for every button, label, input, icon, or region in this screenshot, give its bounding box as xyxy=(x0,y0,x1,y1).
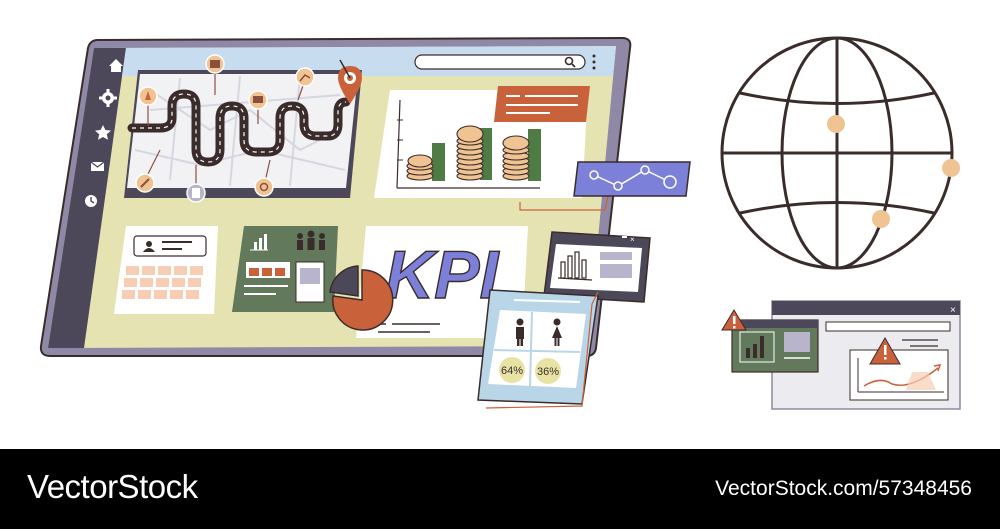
roadmap-milestone xyxy=(186,183,206,203)
line-chart-icon xyxy=(573,161,691,197)
roadmap-milestone xyxy=(205,54,225,74)
kpi-title: KPI xyxy=(385,237,500,313)
mail-icon[interactable] xyxy=(90,161,105,171)
clock-icon[interactable] xyxy=(85,195,97,207)
globe-marker xyxy=(827,115,960,228)
home-icon[interactable] xyxy=(109,59,123,72)
settings-icon[interactable] xyxy=(99,89,117,107)
user-card-icon xyxy=(143,241,155,252)
roadmap-milestone xyxy=(248,90,268,110)
team-stats-panel xyxy=(232,226,338,312)
illustration-canvas: KPI × 64% 36% xyxy=(39,36,961,410)
female-percent: 36% xyxy=(537,366,559,378)
analytics-mini-window: × xyxy=(543,231,651,303)
gender-stats-card xyxy=(477,289,599,405)
kpi-panel xyxy=(356,226,528,338)
warning-icon xyxy=(869,336,901,365)
search-bar[interactable] xyxy=(414,54,586,70)
roadmap-panel xyxy=(124,54,362,203)
roadmap-milestone xyxy=(138,86,158,106)
coins-icon xyxy=(406,125,530,181)
user-card-panel xyxy=(114,226,218,314)
watermark-footer xyxy=(0,449,1000,529)
notes-badge xyxy=(494,86,590,122)
roadmap-milestone xyxy=(135,173,155,193)
svg-text:×: × xyxy=(630,235,635,244)
roadmap-milestone xyxy=(295,67,315,87)
warning-icon xyxy=(721,309,747,331)
alert-window-front xyxy=(731,319,819,373)
menu-dots-icon[interactable] xyxy=(592,54,596,70)
star-icon[interactable] xyxy=(95,125,111,140)
target-pin-icon xyxy=(338,59,362,104)
image-id-text: VectorStock.com/57348456 xyxy=(715,477,972,500)
brand-logo-text: VectorStock xyxy=(27,468,198,505)
roadmap-milestone xyxy=(254,177,274,197)
male-percent: 64% xyxy=(501,365,523,377)
pie-chart-icon xyxy=(329,265,394,331)
search-icon[interactable] xyxy=(564,56,576,68)
globe-icon xyxy=(720,36,954,270)
svg-text:×: × xyxy=(950,305,956,316)
